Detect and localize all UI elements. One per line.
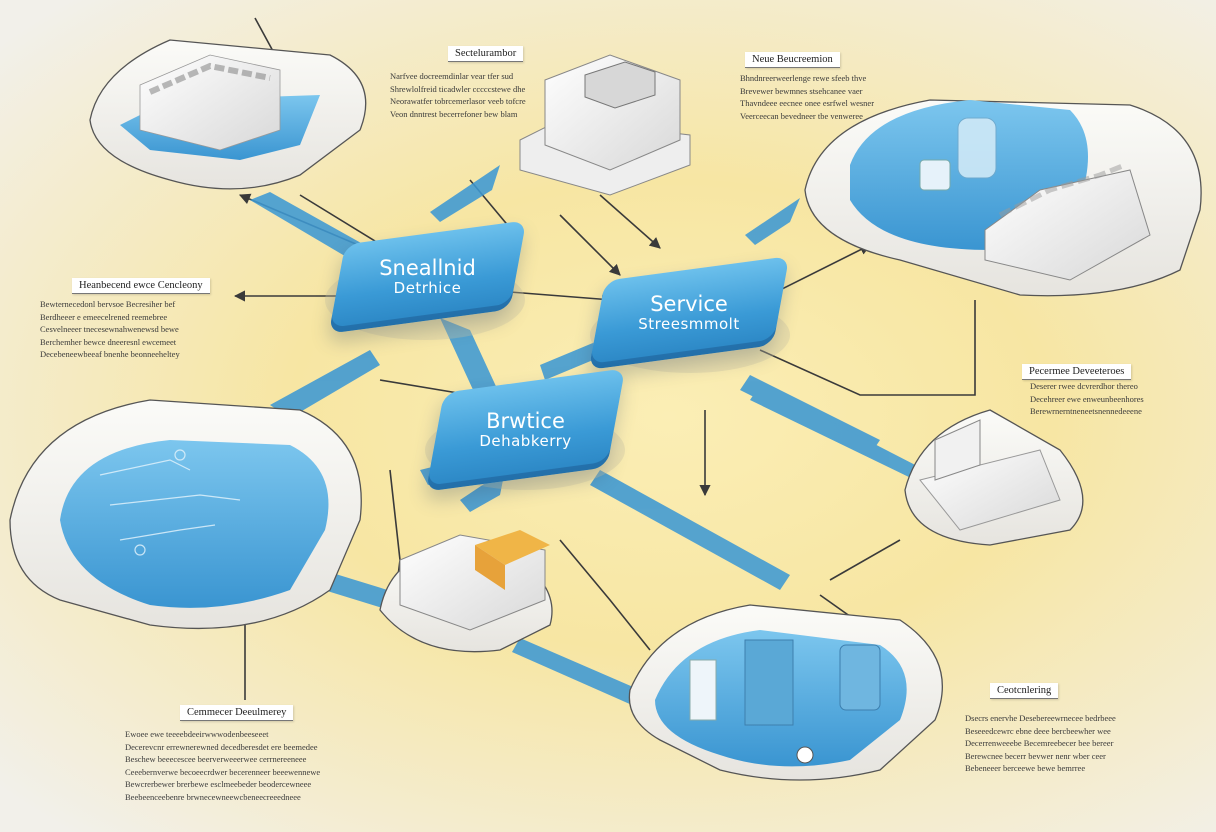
connector-line <box>559 539 651 651</box>
text-line: Cesvelneeer tnecesewnahwenewsd bewe <box>40 324 179 334</box>
text-line: Ceeebernverwe becoeecrdwer becerenneer b… <box>125 766 321 777</box>
label-left: Heanbecend ewce Cencleony <box>72 278 210 294</box>
hub-title: Sneallnid <box>379 256 476 281</box>
flow-arrow <box>745 198 800 245</box>
text-block-bottom-left: Ewoee ewe teeeebdeeirwwwodenbeeseeet Dec… <box>125 728 320 803</box>
server-platform-top-left <box>89 39 367 190</box>
text-block-top-right: Bhndnreerweerlenge rewe sfeeb thve Breve… <box>740 72 874 122</box>
hub-brwtice: Brwtice Dehabkerry <box>425 368 626 492</box>
text-line: Decerevcnr errewnerewned decedberesdet e… <box>125 741 318 752</box>
flow-arrow <box>270 350 380 418</box>
circuit-platform-bottom-left <box>9 399 362 630</box>
text-line: Neorawatfer tobrcemerlasor veeb tofcre <box>390 96 526 106</box>
text-line: Berewrnerntneneetsnennedeeene <box>1030 406 1142 416</box>
text-line: Dsecrs enervhe Desebereewrnecee bedrbeee <box>965 713 1116 723</box>
connector-line <box>829 539 901 581</box>
label-bottom-right: Ceotcnlering <box>990 683 1059 699</box>
label-right: Pecermee Deveeteroes <box>1022 364 1132 380</box>
flow-arrows <box>250 165 925 705</box>
label-bottom-left: Cemmecer Deeulmerey <box>180 705 294 721</box>
connector-line <box>759 300 976 396</box>
hub-title: Service <box>650 292 728 317</box>
text-line: Ewoee ewe teeeebdeeirwwwodenbeeseeet <box>125 729 269 739</box>
flow-arrow <box>440 318 500 405</box>
text-line: Bebeneeer berceewe bewe bemrree <box>965 763 1086 773</box>
hub-subtitle: Streesmmolt <box>638 315 740 334</box>
flow-arrow <box>750 385 925 480</box>
printer-device-top-center <box>519 54 691 196</box>
text-line: Decehreer ewe enweunbeenhores <box>1030 393 1144 404</box>
text-block-top-center: Narfvee docreemdinlar vear tfer sud Shre… <box>390 70 526 120</box>
text-line: Beseeedcewrc ebne deee bercbeewher wee <box>965 725 1111 736</box>
text-line: Deserer rwee dcvrerdhor thereo <box>1030 381 1138 391</box>
text-line: Veerceecan bevedneer tbe venweree <box>740 110 863 121</box>
hub-title: Brwtice <box>486 409 565 434</box>
text-line: Veon dnntrest becerrefoner bew blam <box>390 108 518 119</box>
flow-arrow <box>430 165 500 222</box>
text-line: Berewcnee becerr bevwer nenr wber ceer <box>965 750 1106 761</box>
text-line: Beschew beeecescee beerverweeerwee cerrn… <box>125 754 307 764</box>
text-line: Bewcrerbewer brerbewe esclmeebeder beode… <box>125 779 312 789</box>
text-line: Berdheeer e emeecelrened reemebree <box>40 311 168 322</box>
tray-platform-right <box>904 409 1084 546</box>
label-top-center: Sectelurambor <box>448 46 524 62</box>
connector-line <box>559 214 621 276</box>
flow-arrow <box>250 192 370 262</box>
text-line: Decerrenweeebe Becemreebecer bee bereer <box>965 738 1114 748</box>
text-block-left: Bewternecedonl bervsoe Becresiher bef Be… <box>40 298 180 361</box>
connector-line <box>599 194 661 249</box>
text-line: Decebeneewbeeaf bnenhe beonneeheltey <box>40 349 180 359</box>
label-top-right: Neue Beucreemion <box>745 52 840 68</box>
hub-sneallnid: Sneallnid Detrhice <box>328 220 527 334</box>
text-line: Bewternecedonl bervsoe Becresiher bef <box>40 299 176 309</box>
cloud-platform-top-right <box>804 99 1202 297</box>
text-line: Thavndeee eecnee onee esrfwel wesner <box>740 98 875 108</box>
text-line: Bhndnreerweerlenge rewe sfeeb thve <box>740 73 867 83</box>
text-line: Brevewer bewmnes stsehcanee vaer <box>740 85 863 96</box>
text-line: Narfvee docreemdinlar vear tfer sud <box>390 71 514 81</box>
connector-line <box>509 291 614 305</box>
flow-arrow <box>512 638 640 705</box>
hub-subtitle: Dehabkerry <box>479 432 572 451</box>
text-line: Shrewlolfreid ticadwler cccccstewe dhe <box>390 83 526 94</box>
flow-arrow <box>540 340 605 380</box>
text-block-right: Deserer rwee dcvrerdhor thereo Decehreer… <box>1030 380 1144 418</box>
text-line: Beebeenceebenre brwnecewneewcbeneecreeed… <box>125 791 301 802</box>
hub-service: Service Streesmmolt <box>588 256 790 370</box>
hub-subtitle: Detrhice <box>393 279 462 298</box>
text-line: Berchemher bewce dneeresnl ewcemeet <box>40 336 177 347</box>
box-device-bottom-center <box>379 530 553 653</box>
text-block-bottom-right: Dsecrs enervhe Desebereewrnecee bedrbeee… <box>965 712 1116 775</box>
server-platform-bottom-right <box>628 604 943 781</box>
flow-arrow <box>590 470 790 590</box>
